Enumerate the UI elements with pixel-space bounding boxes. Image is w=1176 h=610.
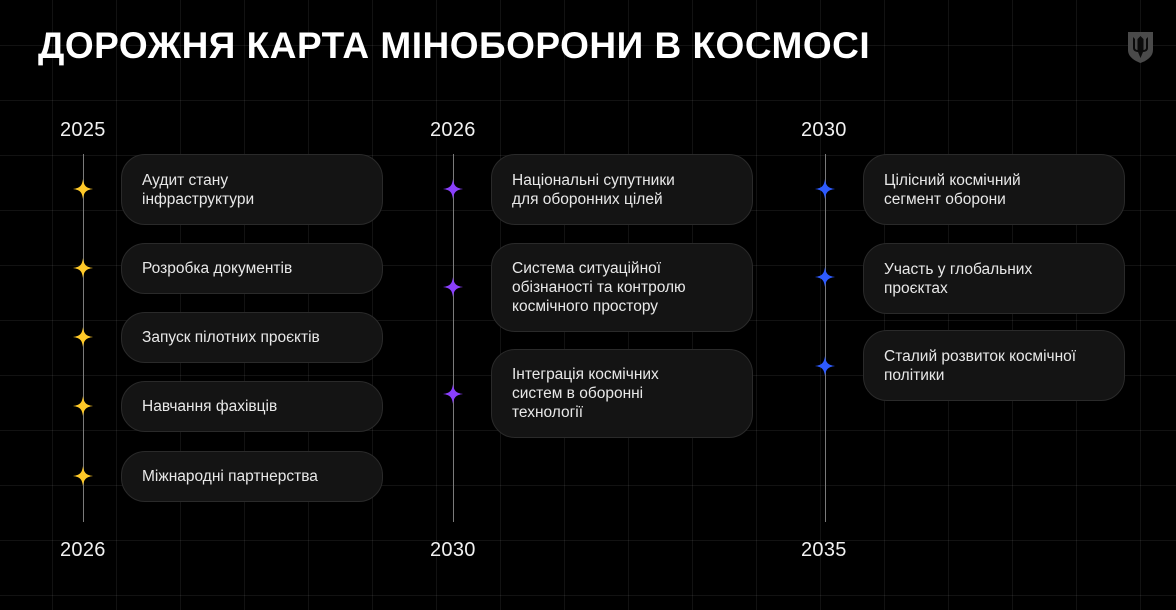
four-point-star-icon [443, 384, 463, 404]
roadmap-item-card: Запуск пілотних проєктів [121, 312, 383, 363]
four-point-star-icon [815, 267, 835, 287]
four-point-star-icon [73, 258, 93, 278]
roadmap-item-card: Інтеграція космічних систем в оборонні т… [491, 349, 753, 438]
four-point-star-icon [73, 179, 93, 199]
roadmap-item-card: Система ситуаційної обізнаності та контр… [491, 243, 753, 332]
phase-start-year: 2026 [430, 119, 476, 141]
timeline-axis [825, 154, 826, 522]
phase-end-year: 2030 [430, 539, 476, 561]
trident-shield-icon [1128, 32, 1153, 63]
four-point-star-icon [443, 179, 463, 199]
page-title: ДОРОЖНЯ КАРТА МІНОБОРОНИ В КОСМОСІ [38, 25, 871, 66]
four-point-star-icon [815, 356, 835, 376]
four-point-star-icon [815, 179, 835, 199]
phase-end-year: 2035 [801, 539, 847, 561]
phase-end-year: 2026 [60, 539, 106, 561]
roadmap-item-card: Навчання фахівців [121, 381, 383, 432]
timeline-axis [453, 154, 454, 522]
roadmap-item-card: Участь у глобальних проєктах [863, 243, 1125, 314]
four-point-star-icon [73, 396, 93, 416]
roadmap-item-card: Міжнародні партнерства [121, 451, 383, 502]
phase-start-year: 2030 [801, 119, 847, 141]
roadmap-item-card: Сталий розвиток космічної політики [863, 330, 1125, 401]
roadmap-item-card: Аудит стану інфраструктури [121, 154, 383, 225]
four-point-star-icon [73, 466, 93, 486]
roadmap-item-card: Розробка документів [121, 243, 383, 294]
four-point-star-icon [443, 277, 463, 297]
roadmap-item-card: Національні супутники для оборонних ціле… [491, 154, 753, 225]
phase-start-year: 2025 [60, 119, 106, 141]
roadmap-item-card: Цілісний космічний сегмент оборони [863, 154, 1125, 225]
four-point-star-icon [73, 327, 93, 347]
